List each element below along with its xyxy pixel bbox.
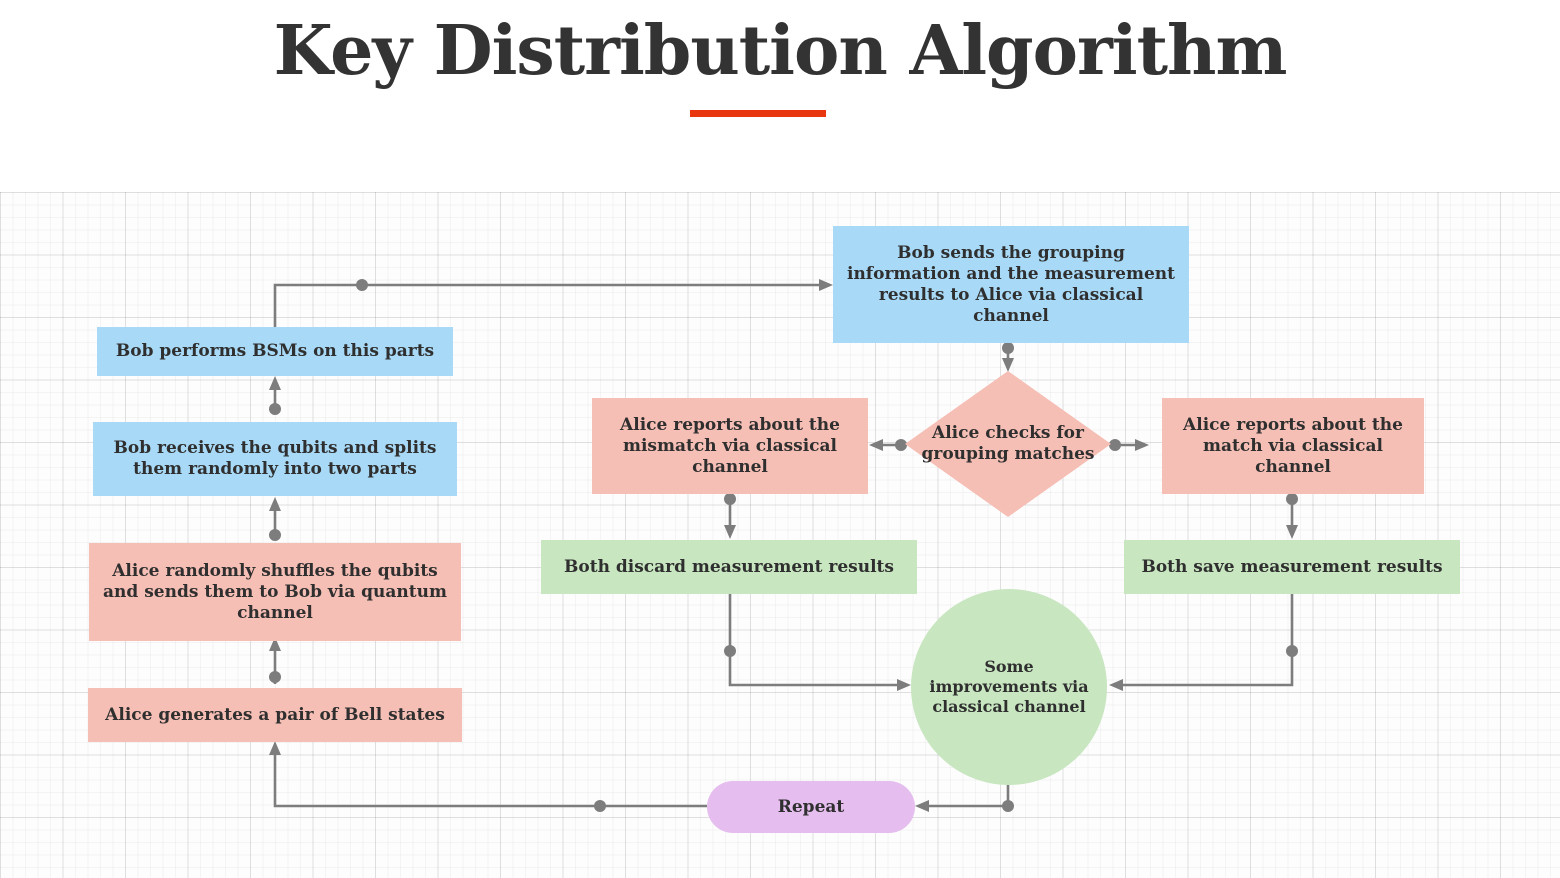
node-label: Bob sends the grouping information and t… [846,242,1176,326]
node-bob-sends-grouping-info[interactable]: Bob sends the grouping information and t… [833,226,1189,343]
title-underline-rule [690,110,826,117]
node-label: Bob receives the qubits and splits them … [113,438,437,479]
node-label: Both save measurement results [1141,556,1443,577]
node-alice-reports-match[interactable]: Alice reports about the match via classi… [1162,398,1424,494]
node-alice-shuffles-and-sends[interactable]: Alice randomly shuffles the qubits and s… [89,543,461,641]
title-block: Key Distribution Algorithm [0,0,1560,185]
node-alice-checks-grouping-matches[interactable]: Alice checks for grouping matches [905,371,1111,517]
node-label: Alice checks for grouping matches [921,423,1095,464]
page-title: Key Distribution Algorithm [273,11,1288,91]
node-label: Repeat [777,796,845,817]
node-bob-performs-bsms[interactable]: Bob performs BSMs on this parts [97,327,453,376]
node-alice-generates-bell-states[interactable]: Alice generates a pair of Bell states [88,688,462,742]
node-bob-receives-qubits[interactable]: Bob receives the qubits and splits them … [93,422,457,496]
node-label: Alice generates a pair of Bell states [105,704,445,725]
node-repeat[interactable]: Repeat [707,781,915,833]
node-label: Alice reports about the match via classi… [1183,414,1403,477]
node-both-discard-results[interactable]: Both discard measurement results [541,540,917,594]
node-label: Alice reports about the mismatch via cla… [620,414,840,477]
node-label: Alice randomly shuffles the qubits and s… [103,560,447,623]
node-label: Both discard measurement results [564,556,894,577]
node-label: Bob performs BSMs on this parts [115,341,435,361]
node-both-save-results[interactable]: Both save measurement results [1124,540,1460,594]
node-label: Some improvements via classical channel [929,657,1089,716]
diagram-grid-canvas [0,192,1560,878]
node-alice-reports-mismatch[interactable]: Alice reports about the mismatch via cla… [592,398,868,494]
node-some-improvements[interactable]: Some improvements via classical channel [911,589,1107,785]
